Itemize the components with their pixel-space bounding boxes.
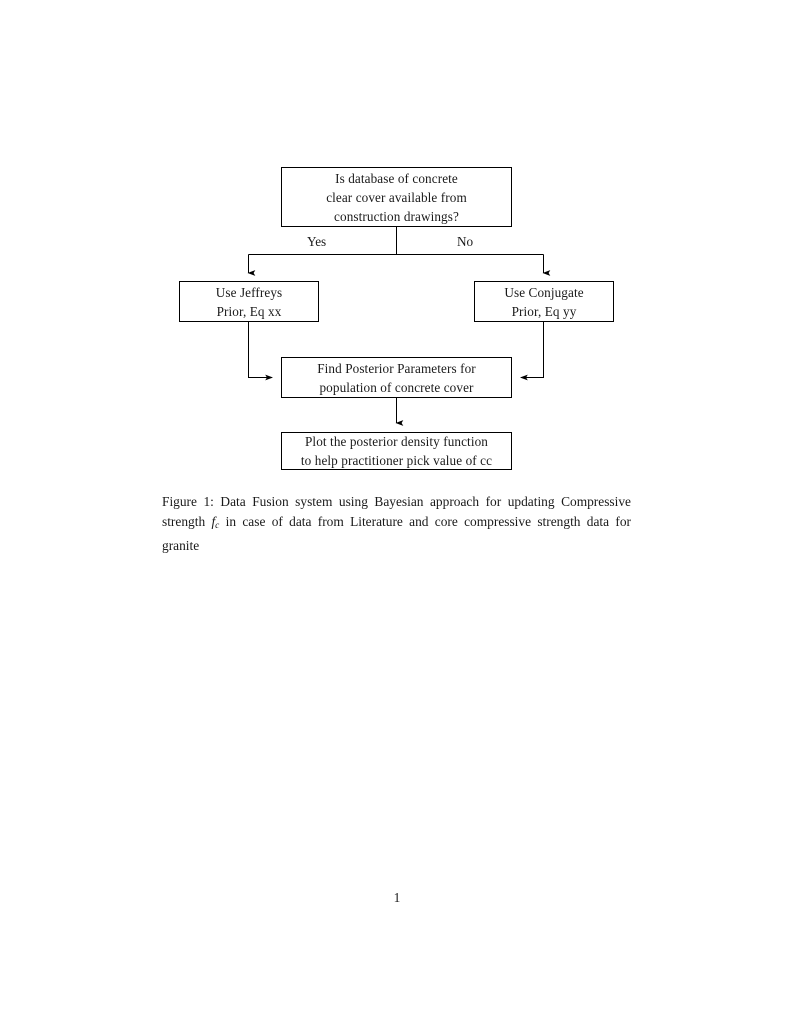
caption-text-before: Data Fusion system using Bayesian approa… <box>162 494 631 529</box>
figure-caption: Figure 1: Data Fusion system using Bayes… <box>162 492 631 556</box>
node-find-posterior-parameters: Find Posterior Parameters for population… <box>281 357 512 398</box>
edge-conjugate-to-posterior <box>520 322 544 381</box>
node-use-conjugate-prior: Use Conjugate Prior, Eq yy <box>474 281 614 322</box>
edge-label-no: No <box>457 234 474 249</box>
edge-jeffreys-to-posterior <box>248 322 273 381</box>
caption-math-symbol: fc <box>211 513 220 531</box>
node-question-line-1: Is database of concrete <box>335 170 458 186</box>
node-jeffreys-line-2: Prior, Eq xx <box>216 303 282 319</box>
page-number: 1 <box>393 890 401 905</box>
node-question-line-2: clear cover available from <box>326 189 467 205</box>
node-posterior-line-2: population of concrete cover <box>319 379 474 395</box>
node-conjugate-line-1: Use Conjugate <box>504 284 584 300</box>
node-plot-line-2: to help practitioner pick value of cc <box>300 453 493 468</box>
edge-label-yes: Yes <box>307 234 327 249</box>
caption-text-after: in case of data from Literature and core… <box>162 513 631 554</box>
node-posterior-line-1: Find Posterior Parameters for <box>317 360 476 376</box>
node-question-line-3: construction drawings? <box>334 208 459 224</box>
node-use-jeffreys-prior: Use Jeffreys Prior, Eq xx <box>179 281 319 322</box>
caption-label: Figure 1: <box>162 494 214 509</box>
node-plot-line-1: Plot the posterior density function <box>305 434 488 449</box>
figure-flowchart: Is database of concrete clear cover avai… <box>0 0 794 500</box>
flowchart-connectors <box>247 227 551 426</box>
caption-math-subscript: c <box>215 520 220 531</box>
node-jeffreys-line-1: Use Jeffreys <box>215 284 283 300</box>
node-plot-posterior-density: Plot the posterior density function to h… <box>281 432 512 470</box>
caption-math-base: f <box>211 513 216 529</box>
node-question-database: Is database of concrete clear cover avai… <box>281 167 512 227</box>
node-conjugate-line-2: Prior, Eq yy <box>511 303 577 319</box>
